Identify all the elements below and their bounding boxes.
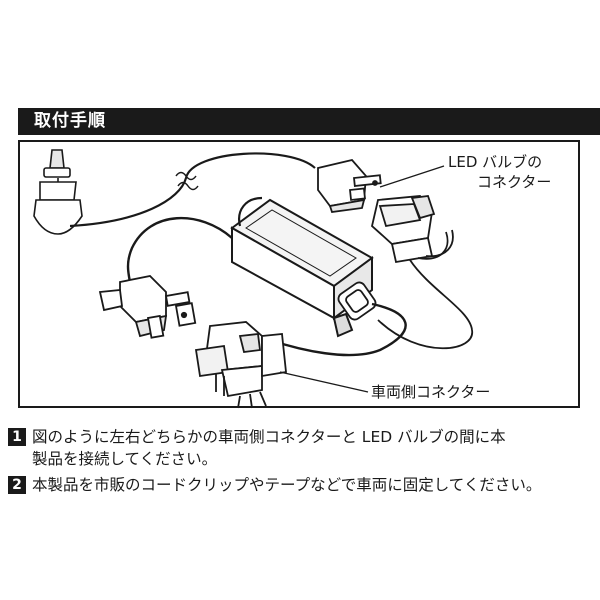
- bulb-wire: [69, 152, 316, 228]
- step-2-number-badge: 2: [8, 476, 26, 494]
- led-callout-leader: [379, 165, 445, 188]
- step-2: 2 本製品を市販のコードクリップやテープなどで車両に固定してください。: [8, 474, 598, 496]
- led-connector-label-line1: LED バルブの: [448, 153, 543, 171]
- cable-grommet: [337, 281, 377, 321]
- vehicle-callout-leader: [279, 371, 369, 393]
- module-wire-right: [269, 302, 407, 357]
- step-1-text: 図のように左右どちらかの車両側コネクターと LED バルブの間に本 製品を接続し…: [32, 426, 598, 470]
- module-wire-top: [238, 196, 263, 227]
- led-bulb: [33, 149, 83, 235]
- section-header-bar: [18, 108, 600, 135]
- led-bulb-connector: [371, 195, 436, 264]
- step-1: 1 図のように左右どちらかの車両側コネクターと LED バルブの間に本 製品を接…: [8, 426, 598, 470]
- section-title: 取付手順: [34, 111, 106, 131]
- step-1-number-badge: 1: [8, 428, 26, 446]
- vehicle-connector-wires: [237, 391, 267, 409]
- led-bulb-plug: [317, 158, 382, 213]
- led-connector-wires: [377, 229, 473, 350]
- step-1-line-2: 製品を接続してください。: [32, 450, 218, 468]
- step-2-text: 本製品を市販のコードクリップやテープなどで車両に固定してください。: [32, 474, 598, 496]
- vehicle-connector-label: 車両側コネクター: [371, 383, 491, 401]
- wire-break-mark: [175, 171, 199, 191]
- vehicle-side-connector: [194, 321, 287, 398]
- module-wire-left: [126, 217, 233, 283]
- led-connector-label-line2: コネクター: [477, 173, 552, 191]
- diagram-frame: [18, 140, 580, 408]
- step-1-line-1: 図のように左右どちらかの車両側コネクターと LED バルブの間に本: [32, 428, 506, 446]
- harness-male-plug: [98, 275, 197, 339]
- step-2-line-1: 本製品を市販のコードクリップやテープなどで車両に固定してください。: [32, 476, 542, 494]
